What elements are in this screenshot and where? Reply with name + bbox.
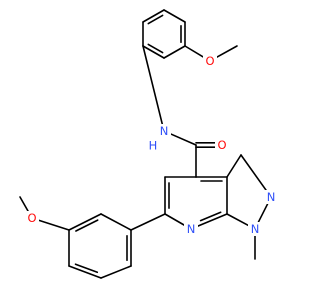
bond-N4-C13 [164, 213, 186, 227]
bond-C12-N4 [196, 213, 228, 228]
bonds-layer [19, 9, 269, 279]
atom-N4: N [184, 222, 198, 236]
bond-B5-O3 [37, 219, 70, 231]
bond-C12-N4-inner [199, 211, 222, 222]
bond-A5-A6 [142, 45, 165, 59]
bond-C11-N2 [240, 154, 268, 193]
atom-N3: N [248, 222, 262, 236]
bond-A5-A6-inner [147, 43, 164, 54]
bond-N2-N3 [257, 202, 269, 224]
bond-C10-C11 [226, 154, 242, 178]
bond-B3-B4-inner [74, 263, 99, 274]
bond-N3-C12 [226, 213, 250, 227]
bond-A5-N1 [142, 45, 164, 125]
atom-N2: N [264, 190, 278, 204]
bond-A3-A4-inner [147, 14, 164, 25]
bond-Me1-O1 [215, 45, 238, 59]
atom-label-N2: N [267, 190, 276, 204]
bond-B5-B6-inner [75, 219, 99, 232]
bond-A2-A3 [163, 9, 186, 23]
bond-C13-B1 [130, 213, 166, 231]
atom-O1: O [203, 54, 217, 68]
bond-N1-C8 [169, 133, 197, 146]
atom-label-O2: O [217, 138, 226, 152]
molecule-structure: O N H O N N N O [19, 9, 278, 279]
atom-label-H1: H [149, 139, 158, 153]
atom-label-N1: N [160, 124, 169, 138]
atom-N1: N [157, 124, 171, 138]
bond-B2-B3 [100, 265, 132, 279]
bond-O3-Me4 [19, 196, 30, 213]
atom-labels-layer: O N H O N N N O [25, 54, 278, 236]
bond-O1-A1 [184, 45, 205, 59]
atom-O2: O [215, 138, 229, 152]
atom-label-N4: N [187, 222, 196, 236]
bond-B6-B1 [100, 213, 132, 231]
bond-B3-B4 [68, 265, 102, 279]
bond-B5-B6 [68, 213, 102, 231]
atom-label-N3: N [251, 222, 260, 236]
atom-O3: O [25, 211, 39, 225]
atom-H1: H [146, 139, 159, 153]
bond-A6-A1 [163, 45, 186, 59]
atom-label-O3: O [27, 211, 36, 225]
bond-A3-A4 [142, 9, 165, 23]
atom-label-O1: O [205, 54, 214, 68]
